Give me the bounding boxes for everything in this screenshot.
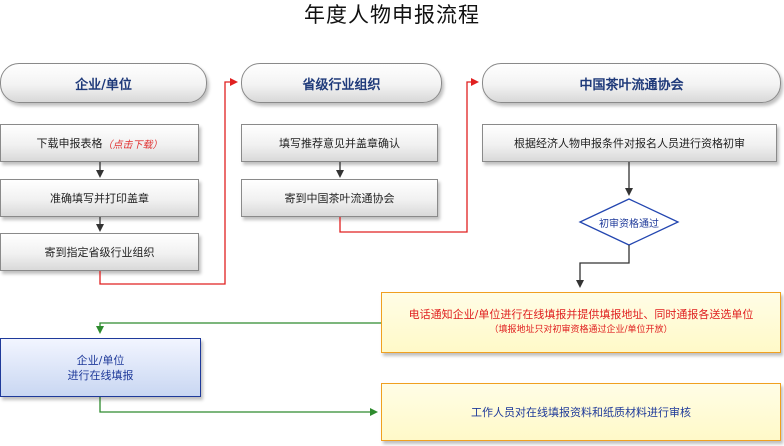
notify-line1: 电话通知企业/单位进行在线填报并提供填报地址、同时通报各送选单位 [408, 308, 754, 321]
page-title: 年度人物申报流程 [304, 3, 480, 27]
step-mail-to-association: 寄到中国茶叶流通协会 [241, 179, 438, 217]
step-mail-to-provincial-label: 寄到指定省级行业组织 [44, 246, 155, 259]
notify-box: 电话通知企业/单位进行在线填报并提供填报地址、同时通报各送选单位 （填报地址只对… [381, 292, 781, 353]
step-download-form-label: 下载申报表格 [36, 137, 103, 150]
step-mail-to-association-label: 寄到中国茶叶流通协会 [284, 192, 395, 205]
header-tea-association: 中国茶叶流通协会 [482, 63, 781, 103]
download-link[interactable]: （点击下载） [102, 139, 163, 151]
decision-label: 初审资格通过 [599, 219, 659, 230]
header-provincial-org: 省级行业组织 [241, 63, 442, 103]
green-connector-2 [99, 397, 378, 416]
green-connector-1 [96, 322, 381, 334]
online-line2: 进行在线填报 [67, 368, 134, 382]
step-fill-print-stamp: 准确填写并打印盖章 [0, 179, 199, 217]
red-connector-2 [339, 78, 479, 233]
step-recommend-stamp: 填写推荐意见并盖章确认 [241, 124, 438, 162]
header-enterprise: 企业/单位 [0, 63, 207, 103]
arrow-to-notify [576, 245, 630, 288]
review-box: 工作人员对在线填报资料和纸质材料进行审核 [381, 383, 781, 441]
notify-line2: （填报地址只对初审资格通过企业/单位开放） [489, 325, 673, 335]
step-mail-to-provincial: 寄到指定省级行业组织 [0, 233, 199, 271]
red-connector-1 [99, 78, 238, 285]
step-recommend-stamp-label: 填写推荐意见并盖章确认 [279, 137, 400, 150]
review-label: 工作人员对在线填报资料和纸质材料进行审核 [471, 406, 691, 419]
online-fill-box: 企业/单位 进行在线填报 [0, 338, 201, 397]
online-line1: 企业/单位 [76, 353, 125, 367]
step-download-form: 下载申报表格 （点击下载） [0, 124, 199, 162]
step-preliminary-review-label: 根据经济人物申报条件对报名人员进行资格初审 [514, 137, 745, 150]
step-fill-print-stamp-label: 准确填写并打印盖章 [50, 192, 149, 205]
step-preliminary-review: 根据经济人物申报条件对报名人员进行资格初审 [482, 124, 777, 162]
